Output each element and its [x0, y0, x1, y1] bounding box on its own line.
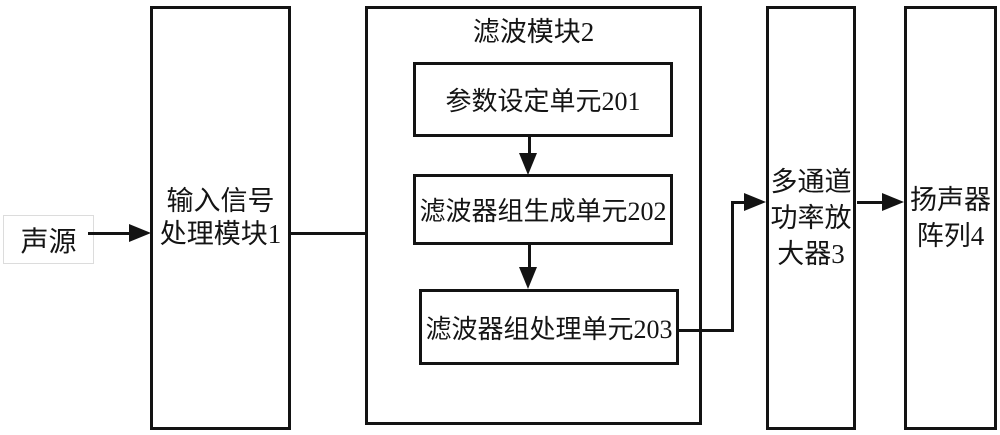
amplifier-box: 多通道 功率放 大器3	[766, 6, 856, 430]
wire-unit203-to-amp-vertical	[731, 201, 734, 332]
param-setting-unit-label: 参数设定单元201	[445, 87, 641, 116]
arrowhead-unit202-to-unit203-icon	[519, 267, 537, 289]
wire-unit203-to-amp-stub	[734, 201, 746, 204]
arrowhead-amp-to-speaker-icon	[882, 193, 904, 211]
arrowhead-source-to-input-icon	[129, 224, 151, 242]
filterbank-generation-unit-box: 滤波器组生成单元202	[413, 174, 673, 245]
amplifier-label-line3: 大器3	[777, 239, 845, 269]
arrowhead-unit203-to-amp-icon	[744, 193, 766, 211]
filterbank-processing-unit-label: 滤波器组处理单元203	[425, 314, 673, 344]
speaker-array-label-line2: 阵列4	[916, 221, 985, 251]
wire-unit201-to-unit202	[528, 137, 531, 155]
input-module-label-line2: 处理模块1	[159, 219, 282, 249]
amplifier-label-line2: 功率放	[770, 203, 852, 233]
filterbank-processing-unit-box: 滤波器组处理单元203	[419, 289, 679, 365]
input-module-box: 输入信号 处理模块1	[150, 6, 291, 430]
source-label-box: 声源	[3, 215, 94, 264]
input-module-label-line1: 输入信号	[166, 186, 275, 216]
speaker-array-label-line1: 扬声器	[910, 185, 991, 215]
wire-source-to-input	[88, 232, 130, 235]
wire-input-to-unit203-horizontal	[291, 232, 385, 235]
wire-unit202-to-unit203	[528, 245, 531, 268]
source-label: 声源	[20, 226, 77, 258]
filter-module-title: 滤波模块2	[472, 17, 595, 47]
arrowhead-unit201-to-unit202-icon	[519, 153, 537, 175]
amplifier-label-line1: 多通道	[770, 167, 852, 197]
filterbank-generation-unit-label: 滤波器组生成单元202	[419, 197, 667, 226]
wire-amp-to-speaker	[857, 201, 883, 204]
param-setting-unit-box: 参数设定单元201	[413, 62, 673, 137]
speaker-array-box: 扬声器 阵列4	[904, 6, 997, 430]
wire-unit203-to-amp-horizontal	[679, 329, 734, 332]
